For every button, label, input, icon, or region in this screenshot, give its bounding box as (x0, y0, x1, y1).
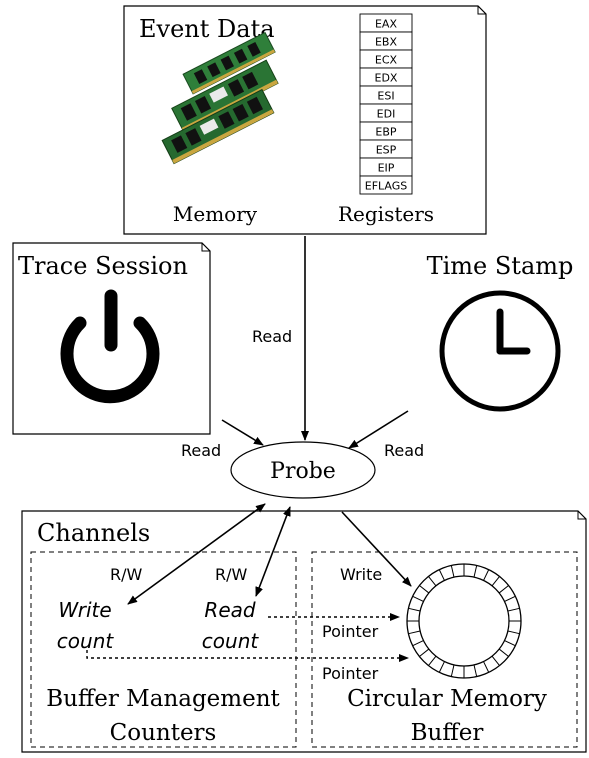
register-eflags: EFLAGS (365, 180, 408, 193)
channels-box: Channels Write count Read count Buffer M… (21, 510, 587, 753)
ring-segment-divider (504, 640, 516, 647)
ring-segment-divider (438, 569, 445, 581)
register-stack: EAX EBX ECX EDX ESI EDI EBP ESP EIP EFLA… (359, 13, 413, 195)
rw-write-arrow (127, 503, 266, 605)
ring-segment-divider (438, 661, 445, 673)
rw-read-label: R/W (215, 565, 248, 584)
memory-label: Memory (173, 202, 258, 226)
registers-label: Registers (338, 202, 434, 226)
ring-segment-divider (473, 664, 478, 677)
ram-modules-icon (161, 31, 279, 165)
read-count-line2: count (202, 629, 260, 653)
ring-segment-divider (428, 655, 437, 666)
ring-segment-divider (412, 595, 424, 602)
rw-write-label: R/W (110, 565, 143, 584)
ring-segment-divider (507, 630, 520, 635)
ring-segment-divider (419, 585, 430, 594)
buffer-management-region (30, 551, 297, 748)
ring-segment-divider (491, 655, 500, 666)
circular-buffer-line2: Buffer (411, 720, 484, 746)
ring-segment-divider (450, 664, 455, 677)
ring-segment-divider (504, 595, 516, 602)
read-trace-arrow (221, 419, 264, 446)
read-time-arrow (348, 410, 409, 449)
register-eax: EAX (375, 18, 397, 31)
time-stamp-title: Time Stamp (427, 252, 574, 280)
ring-segment-divider (483, 661, 490, 673)
power-icon (60, 289, 160, 404)
ring-segment-divider (419, 648, 430, 657)
write-count-line1: Write (58, 598, 111, 622)
buffer-management-line2: Counters (110, 720, 217, 746)
register-esi: ESI (377, 90, 394, 103)
read-count-line1: Read (204, 598, 255, 622)
register-esp: ESP (376, 144, 397, 157)
trace-session-box: Trace Session (12, 242, 211, 435)
event-data-box: Event Data (123, 5, 487, 235)
ring-buffer-icon (406, 563, 522, 679)
pointer-write-label: Pointer (322, 664, 379, 683)
event-data-title: Event Data (139, 15, 275, 43)
ring-segment-divider (450, 565, 455, 578)
pointer-write-arrow (86, 650, 409, 662)
register-ecx: ECX (375, 54, 398, 67)
ring-segment-divider (507, 607, 520, 612)
probe-label: Probe (270, 459, 336, 484)
ring-segment-divider (491, 576, 500, 587)
pointer-read-label: Pointer (322, 622, 379, 641)
ring-segment-divider (428, 576, 437, 587)
channels-title: Channels (37, 519, 150, 547)
ring-segment-divider (473, 565, 478, 578)
buffer-management-line1: Buffer Management (46, 686, 280, 712)
ring-segment-divider (408, 607, 421, 612)
register-edi: EDI (377, 108, 396, 121)
register-edx: EDX (375, 72, 398, 85)
circular-buffer-region (311, 551, 578, 748)
ring-segment-divider (408, 630, 421, 635)
ring-segment-divider (483, 569, 490, 581)
probe-node: Probe (230, 441, 376, 499)
read-trace-label: Read (181, 441, 221, 460)
write-count-line2: count (57, 629, 115, 653)
write-buffer-label: Write (340, 565, 382, 584)
trace-session-title: Trace Session (18, 252, 188, 280)
ring-segment-divider (412, 640, 424, 647)
ring-segment-divider (498, 585, 509, 594)
rw-read-arrow (255, 506, 291, 597)
register-ebp: EBP (375, 126, 396, 139)
circular-buffer-line1: Circular Memory (347, 686, 547, 712)
register-ebx: EBX (375, 36, 397, 49)
write-buffer-arrow (341, 511, 412, 587)
ring-segment-divider (498, 648, 509, 657)
read-event-label: Read (252, 327, 292, 346)
register-eip: EIP (378, 162, 395, 175)
clock-icon (439, 290, 561, 412)
read-time-label: Read (384, 441, 424, 460)
